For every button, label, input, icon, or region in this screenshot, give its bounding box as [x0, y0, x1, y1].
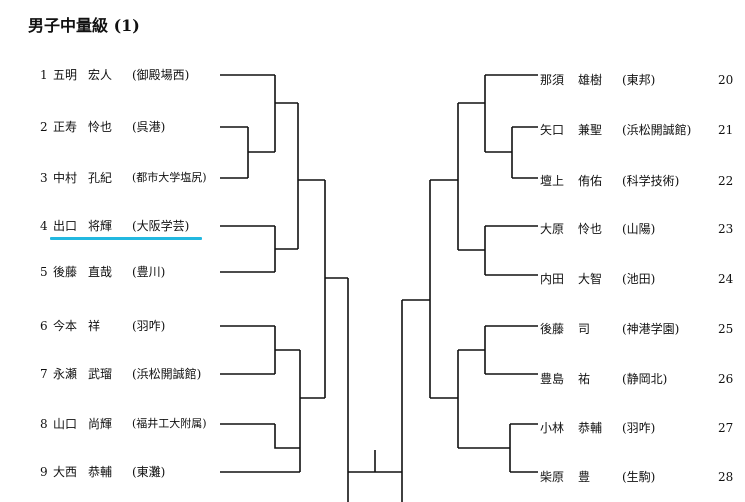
entry-surname: 小林 — [540, 421, 565, 435]
entry-school: (静岡北) — [622, 372, 668, 386]
entry-surname: 中村 — [53, 171, 78, 185]
entry-surname: 山口 — [53, 417, 78, 431]
entry-surname: 大西 — [53, 465, 78, 479]
entry-surname: 内田 — [540, 272, 565, 286]
entry-surname: 正寿 — [53, 120, 78, 134]
entry-surname: 柴原 — [540, 470, 565, 484]
entry-number: 28 — [718, 470, 734, 484]
entry-given-name: 豊 — [578, 470, 591, 484]
entry-given-name: 将輝 — [88, 219, 113, 233]
entry-school: (豊川) — [132, 265, 166, 279]
entry-given-name: 兼聖 — [578, 123, 603, 137]
entry-surname: 後藤 — [53, 265, 78, 279]
right-match-23-24 — [458, 226, 486, 275]
entry-surname: 後藤 — [540, 322, 565, 336]
entry-number: 2 — [40, 120, 48, 134]
left-match-top — [297, 103, 325, 249]
entry-school: (浜松開誠館) — [622, 123, 692, 137]
entry-given-name: 怜也 — [578, 222, 603, 236]
entry-given-name: 直哉 — [88, 265, 113, 279]
entry-given-name: 大智 — [578, 272, 603, 286]
left-match-bottom — [299, 350, 325, 448]
left-match-1-23 — [274, 75, 298, 152]
entry-number: 8 — [40, 417, 48, 431]
left-semifinal — [324, 180, 348, 398]
entry-school: (都市大学塩尻) — [132, 171, 207, 184]
entry-school: (浜松開誠館) — [132, 367, 202, 381]
highlight-underline — [50, 237, 202, 240]
right-match-top — [430, 103, 459, 250]
entry-school: (生駒) — [622, 470, 656, 484]
entry-number: 22 — [718, 174, 734, 188]
entry-number: 23 — [718, 222, 734, 236]
entry-given-name: 司 — [578, 322, 591, 336]
entry-number: 1 — [40, 68, 48, 82]
entry-number: 21 — [718, 123, 734, 137]
entry-given-name: 侑佑 — [578, 174, 603, 188]
entry-number: 3 — [40, 171, 48, 185]
entry-school: (東邦) — [622, 73, 656, 87]
entry-given-name: 尚輝 — [88, 417, 113, 431]
entry-number: 20 — [718, 73, 734, 87]
left-match-4-5 — [274, 226, 298, 272]
entry-surname: 永瀬 — [53, 367, 78, 381]
entry-surname: 出口 — [53, 219, 78, 233]
right-match-27-28 — [458, 424, 511, 472]
right-match-25-26 — [458, 326, 486, 374]
entry-surname: 那須 — [540, 73, 565, 87]
entry-number: 4 — [40, 219, 48, 233]
left-match-2-3 — [247, 127, 275, 178]
entry-school: (山陽) — [622, 222, 656, 236]
right-semifinal — [402, 180, 431, 398]
entry-number: 6 — [40, 319, 48, 333]
right-match-20-2122 — [458, 75, 486, 152]
entry-given-name: 恭輔 — [578, 421, 603, 435]
entry-surname: 豊島 — [540, 372, 565, 386]
entry-surname: 今本 — [53, 319, 78, 333]
entry-given-name: 恭輔 — [88, 465, 113, 479]
entry-school: (羽咋) — [132, 319, 166, 333]
entry-school: (大阪学芸) — [132, 219, 190, 233]
entry-number: 25 — [718, 322, 734, 336]
entry-surname: 大原 — [540, 222, 565, 236]
right-match-21-22 — [485, 127, 513, 178]
page-title: 男子中量級 (1) — [28, 16, 140, 35]
entry-given-name: 孔紀 — [88, 171, 113, 185]
entry-number: 27 — [718, 421, 734, 435]
entry-surname: 矢口 — [540, 123, 565, 137]
entry-school: (科学技術) — [622, 174, 680, 188]
entry-given-name: 祥 — [88, 319, 101, 333]
right-match-bottom — [430, 350, 459, 448]
entry-given-name: 武瑠 — [88, 367, 113, 381]
entry-surname: 五明 — [53, 68, 78, 82]
entry-given-name: 雄樹 — [578, 73, 603, 87]
entry-surname: 壇上 — [540, 174, 565, 188]
entry-given-name: 祐 — [578, 372, 591, 386]
entry-school: (東灘) — [132, 465, 166, 479]
entry-number: 7 — [40, 367, 48, 381]
entry-school: (福井工大附属) — [132, 417, 207, 430]
left-match-6-7 — [274, 326, 300, 374]
entry-number: 9 — [40, 465, 48, 479]
entry-school: (羽咋) — [622, 421, 656, 435]
entry-school: (神港学園) — [622, 322, 680, 336]
entry-school: (呉港) — [132, 120, 166, 134]
left-match-8-9 — [274, 424, 301, 472]
entry-number: 24 — [718, 272, 734, 286]
entry-number: 26 — [718, 372, 734, 386]
entry-school: (御殿場西) — [132, 68, 190, 82]
entry-number: 5 — [40, 265, 48, 279]
entry-school: (池田) — [622, 272, 656, 286]
entry-given-name: 宏人 — [88, 68, 113, 82]
entry-given-name: 怜也 — [88, 120, 113, 134]
